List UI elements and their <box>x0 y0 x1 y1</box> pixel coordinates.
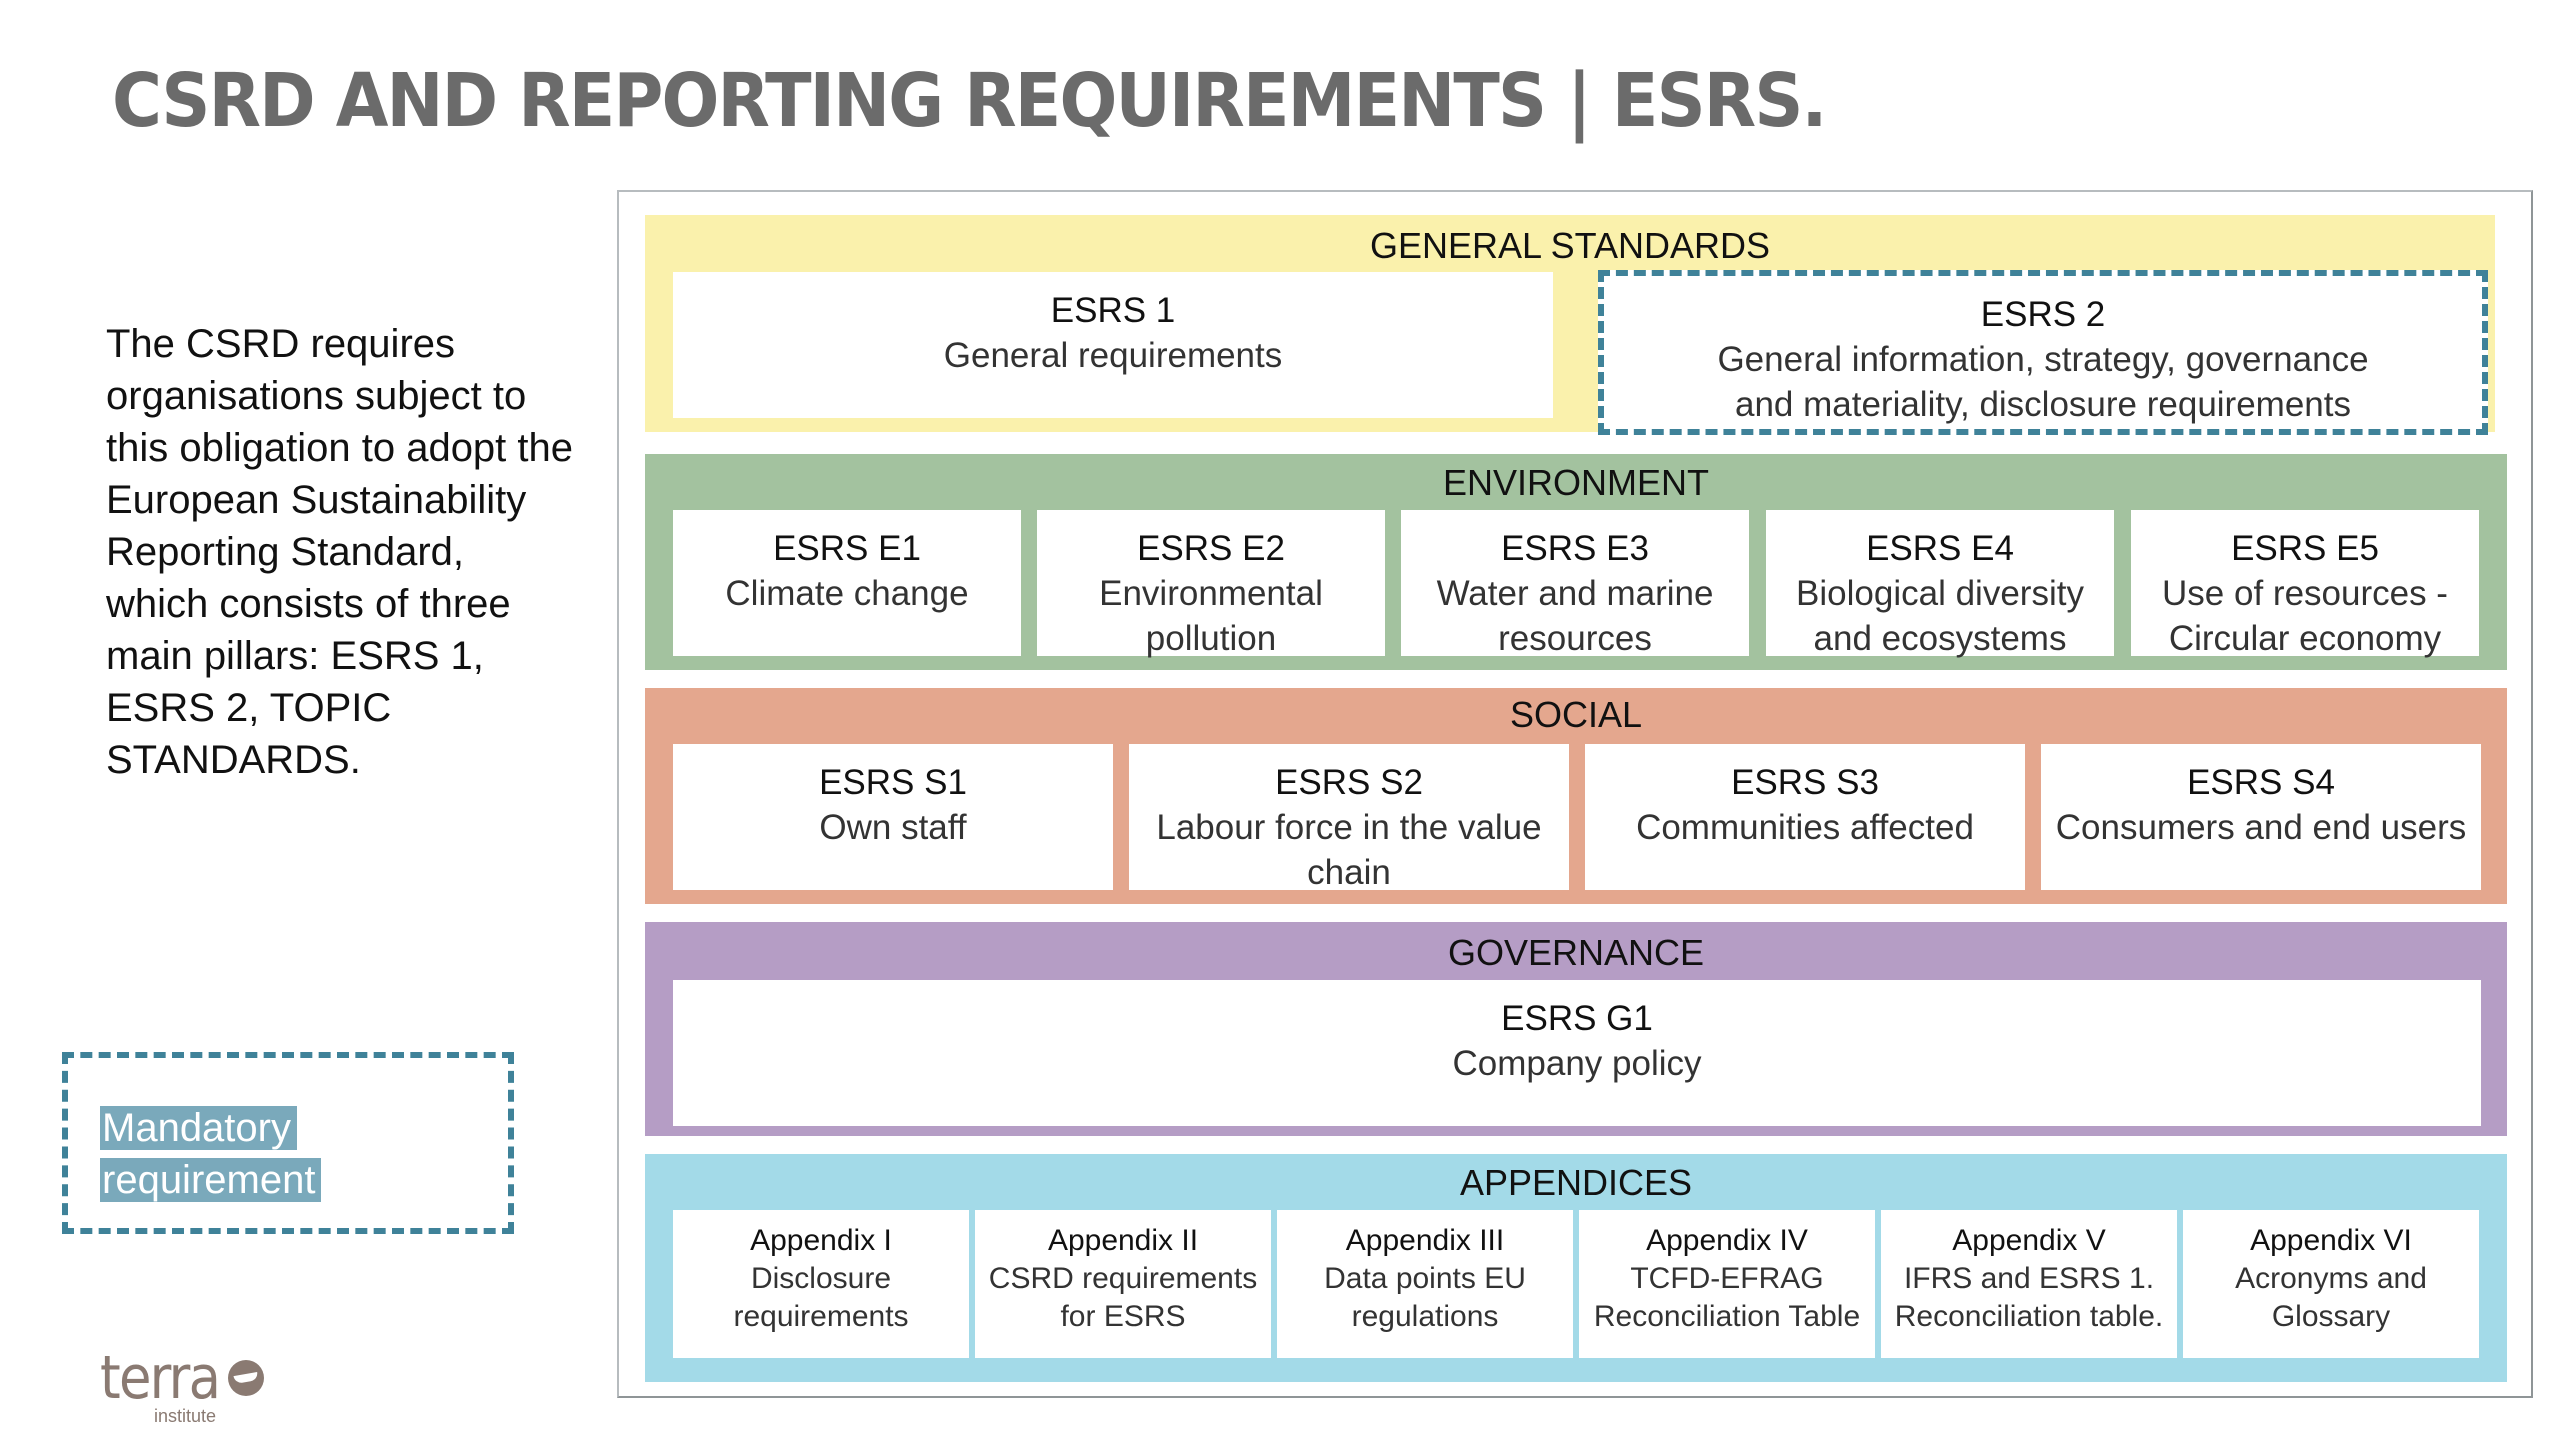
card-desc: Data points EU regulations <box>1324 1262 1526 1333</box>
card-code: ESRS E5 <box>2231 529 2379 568</box>
logo-wordmark: terra <box>100 1343 221 1413</box>
card-appendix-6: Appendix VI Acronyms and Glossary <box>2183 1210 2479 1358</box>
card-code: ESRS S2 <box>1275 763 1423 802</box>
terra-institute-logo: terra institute <box>100 1343 264 1426</box>
page-title: CSRD AND REPORTING REQUIREMENTS | ESRS. <box>112 58 1827 144</box>
legend-mandatory: Mandatory requirement <box>62 1052 514 1234</box>
card-code: ESRS S1 <box>819 763 967 802</box>
band-title: SOCIAL <box>1509 694 1643 735</box>
card-desc: TCFD-EFRAG Reconciliation Table <box>1593 1262 1861 1333</box>
card-desc: Water and marine resources <box>1436 574 1714 658</box>
card-desc: Use of resources - Circular economy <box>2162 574 2448 658</box>
card-desc: General requirements <box>943 336 1283 375</box>
card-desc: Biological diversity and ecosystems <box>1796 574 2084 658</box>
card-esrs-e4: ESRS E4 Biological diversity and ecosyst… <box>1766 510 2114 658</box>
card-code: ESRS E2 <box>1137 529 1285 568</box>
card-esrs-s1: ESRS S1 Own staff <box>673 744 1113 890</box>
card-code: Appendix I <box>750 1224 892 1257</box>
card-code: ESRS S4 <box>2187 763 2335 802</box>
band-title: GOVERNANCE <box>1447 932 1705 973</box>
card-desc: IFRS and ESRS 1. Reconciliation table. <box>1894 1262 2164 1333</box>
band-title: ENVIRONMENT <box>1442 462 1709 503</box>
card-code: Appendix II <box>1047 1224 1199 1257</box>
card-code: Appendix III <box>1345 1224 1505 1257</box>
card-code: Appendix IV <box>1646 1224 1808 1257</box>
card-esrs-g1: ESRS G1 Company policy <box>673 980 2481 1126</box>
card-appendix-5: Appendix V IFRS and ESRS 1. Reconciliati… <box>1881 1210 2177 1358</box>
band-governance: GOVERNANCE ESRS G1 Company policy <box>645 922 2507 1136</box>
card-appendix-4: Appendix IV TCFD-EFRAG Reconciliation Ta… <box>1579 1210 1875 1358</box>
band-title: APPENDICES <box>1459 1162 1693 1203</box>
card-desc: Climate change <box>725 574 969 613</box>
card-desc: Disclosure requirements <box>733 1262 909 1333</box>
card-code: ESRS S3 <box>1731 763 1879 802</box>
band-general-standards: GENERAL STANDARDS ESRS 1 General require… <box>645 215 2495 435</box>
card-esrs-e5: ESRS E5 Use of resources - Circular econ… <box>2131 510 2479 658</box>
card-appendix-2: Appendix II CSRD requirements for ESRS <box>975 1210 1271 1358</box>
card-esrs-s4: ESRS S4 Consumers and end users <box>2041 744 2481 890</box>
card-esrs-2-mandatory: ESRS 2 General information, strategy, go… <box>1598 270 2488 435</box>
band-title: GENERAL STANDARDS <box>1369 225 1771 266</box>
card-desc: Labour force in the value chain <box>1156 808 1542 892</box>
band-appendices: APPENDICES Appendix I Disclosure require… <box>645 1154 2507 1382</box>
card-code: ESRS E4 <box>1866 529 2014 568</box>
card-desc: General information, strategy, governanc… <box>1717 340 2369 424</box>
legend-label-line1: Mandatory <box>100 1106 297 1150</box>
card-appendix-1: Appendix I Disclosure requirements <box>673 1210 969 1358</box>
card-code: Appendix VI <box>2250 1224 2412 1257</box>
card-desc: Communities affected <box>1636 808 1974 847</box>
card-desc: Consumers and end users <box>2055 808 2467 847</box>
logo-leaf-icon <box>227 1360 264 1396</box>
intro-text: The CSRD requires organisations subject … <box>106 322 574 782</box>
card-code: Appendix V <box>1952 1224 2106 1257</box>
card-esrs-e1: ESRS E1 Climate change <box>673 510 1021 656</box>
card-desc: Own staff <box>819 808 967 847</box>
logo-subtitle: institute <box>154 1406 217 1426</box>
legend-label: Mandatory requirement <box>100 1102 322 1206</box>
band-environment: ENVIRONMENT ESRS E1 Climate change ESRS … <box>645 454 2507 670</box>
card-desc: Environmental pollution <box>1099 574 1323 658</box>
band-social: SOCIAL ESRS S1 Own staff ESRS S2 Labour … <box>645 688 2507 904</box>
card-esrs-1: ESRS 1 General requirements <box>673 272 1553 418</box>
card-esrs-e2: ESRS E2 Environmental pollution <box>1037 510 1385 658</box>
card-esrs-s2: ESRS S2 Labour force in the value chain <box>1129 744 1569 892</box>
card-desc: Acronyms and Glossary <box>2235 1262 2427 1333</box>
card-appendix-3: Appendix III Data points EU regulations <box>1277 1210 1573 1358</box>
card-code: ESRS 2 <box>1980 295 2106 334</box>
card-desc: CSRD requirements for ESRS <box>988 1262 1258 1333</box>
card-desc: Company policy <box>1452 1044 1702 1083</box>
legend-label-line2: requirement <box>100 1158 322 1202</box>
card-code: ESRS 1 <box>1050 291 1176 330</box>
card-esrs-e3: ESRS E3 Water and marine resources <box>1401 510 1749 658</box>
card-code: ESRS E3 <box>1501 529 1649 568</box>
card-esrs-s3: ESRS S3 Communities affected <box>1585 744 2025 890</box>
card-code: ESRS G1 <box>1501 999 1653 1038</box>
card-code: ESRS E1 <box>773 529 921 568</box>
